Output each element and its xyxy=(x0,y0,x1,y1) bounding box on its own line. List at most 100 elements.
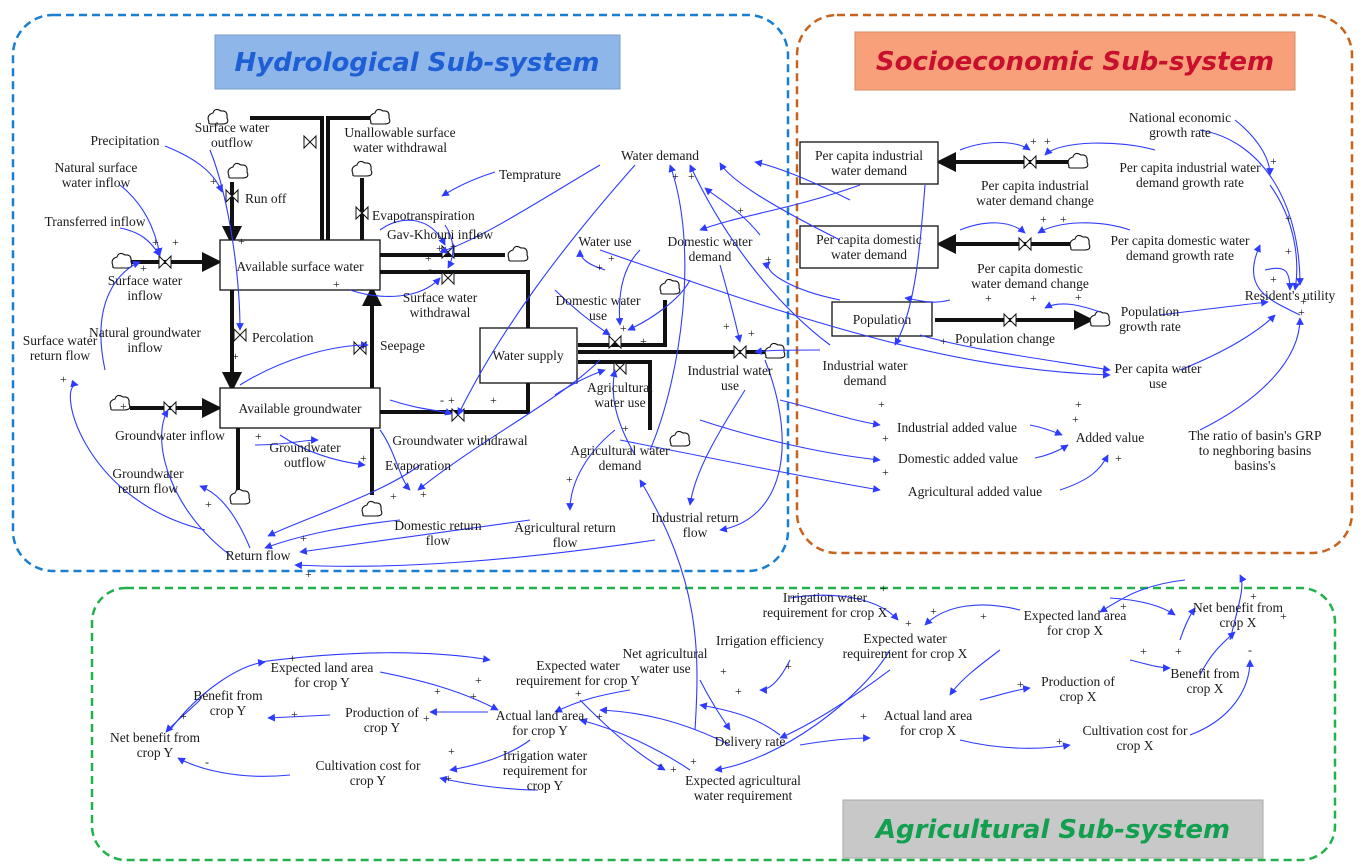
polarity-plus: + xyxy=(930,604,937,618)
flow-valve xyxy=(303,134,317,150)
polarity-plus: + xyxy=(1072,412,1079,426)
polarity-plus: + xyxy=(880,581,887,595)
flow-valve xyxy=(733,344,747,360)
cloud-icon xyxy=(227,162,249,179)
polarity-plus: + xyxy=(940,334,947,348)
polarity-plus: + xyxy=(980,609,987,623)
flow-valve xyxy=(608,334,622,350)
flow-valve xyxy=(1023,154,1037,170)
polarity-plus: + xyxy=(1060,212,1067,226)
label-added-value: Added value xyxy=(1076,430,1145,445)
polarity-plus: + xyxy=(1285,244,1292,258)
polarity-plus: + xyxy=(1298,305,1305,319)
label-irrigation-efficiency: Irrigation efficiency xyxy=(716,633,824,648)
cloud-icon xyxy=(109,394,131,411)
polarity-plus: + xyxy=(723,319,730,333)
flow-valve xyxy=(233,327,247,343)
label-gav-khouni-inflow: Gav-Khouni inflow xyxy=(387,227,493,242)
cloud-icon xyxy=(369,108,391,125)
svg-text:Available groundwater: Available groundwater xyxy=(238,401,362,416)
polarity-plus: + xyxy=(1115,451,1122,465)
polarity-plus: + xyxy=(1140,644,1147,658)
polarity-plus: + xyxy=(1056,734,1063,748)
polarity-plus: + xyxy=(1280,609,1287,623)
polarity-plus: + xyxy=(420,487,427,501)
flow-valve xyxy=(163,400,177,416)
socioeconomic-title-box: Socioeconomic Sub-system xyxy=(854,31,1296,91)
polarity-plus: + xyxy=(360,451,367,465)
agricultural-title: Agricultural Sub-system xyxy=(874,815,1230,845)
label-groundwater-withdrawal: Groundwater withdrawal xyxy=(392,433,528,448)
polarity-plus: + xyxy=(423,711,430,725)
polarity-plus: + xyxy=(1300,294,1307,308)
polarity-plus: + xyxy=(690,754,697,768)
polarity-plus: + xyxy=(450,239,457,253)
label-domestic-added-value: Domestic added value xyxy=(898,451,1018,466)
label-precipitation: Precipitation xyxy=(91,133,160,148)
polarity-plus: + xyxy=(475,673,482,687)
polarity-plus: + xyxy=(436,241,443,255)
label-residents-utility: Resident's utility xyxy=(1245,288,1336,303)
polarity-plus: + xyxy=(448,744,455,758)
cloud-icon xyxy=(351,160,373,177)
polarity-plus: + xyxy=(748,326,755,340)
label-transferred-inflow: Transferred inflow xyxy=(44,214,145,229)
svg-text:Available surface water: Available surface water xyxy=(236,259,364,274)
polarity-plus: + xyxy=(232,349,239,363)
polarity-plus: + xyxy=(333,277,340,291)
polarity-plus: + xyxy=(434,684,441,698)
polarity-plus: + xyxy=(300,531,307,545)
polarity-plus: + xyxy=(180,709,187,723)
polarity-plus: + xyxy=(1175,644,1182,658)
polarity-plus: + xyxy=(1285,211,1292,225)
polarity-plus: + xyxy=(120,399,127,413)
polarity-plus: + xyxy=(210,174,217,188)
stock-population: Population xyxy=(831,301,933,337)
polarity-plus: + xyxy=(1017,677,1024,691)
cloud-icon xyxy=(507,245,529,262)
label-evapotranspiration: Evapotranspiration xyxy=(372,208,475,223)
polarity-minus: - xyxy=(440,393,444,407)
polarity-plus: + xyxy=(360,339,367,353)
hydrological-frame xyxy=(11,13,790,573)
polarity-signs: ++++++++++++++++++++++++++++++++++++++++… xyxy=(60,134,1307,785)
polarity-plus: + xyxy=(1075,290,1082,304)
polarity-plus: + xyxy=(1075,397,1082,411)
polarity-plus: + xyxy=(608,251,615,265)
hydrological-title: Hydrological Sub-system xyxy=(235,48,600,78)
cloud-icon xyxy=(669,430,691,447)
stocks: Available surface water Available ground… xyxy=(219,141,939,429)
svg-text:Population: Population xyxy=(853,312,912,327)
label-return-flow: Return flow xyxy=(226,548,291,563)
polarity-plus: + xyxy=(620,321,627,335)
polarity-plus: + xyxy=(1270,154,1277,168)
polarity-plus: + xyxy=(1250,589,1257,603)
polarity-plus: + xyxy=(1040,212,1047,226)
cloud-icon xyxy=(229,488,251,505)
